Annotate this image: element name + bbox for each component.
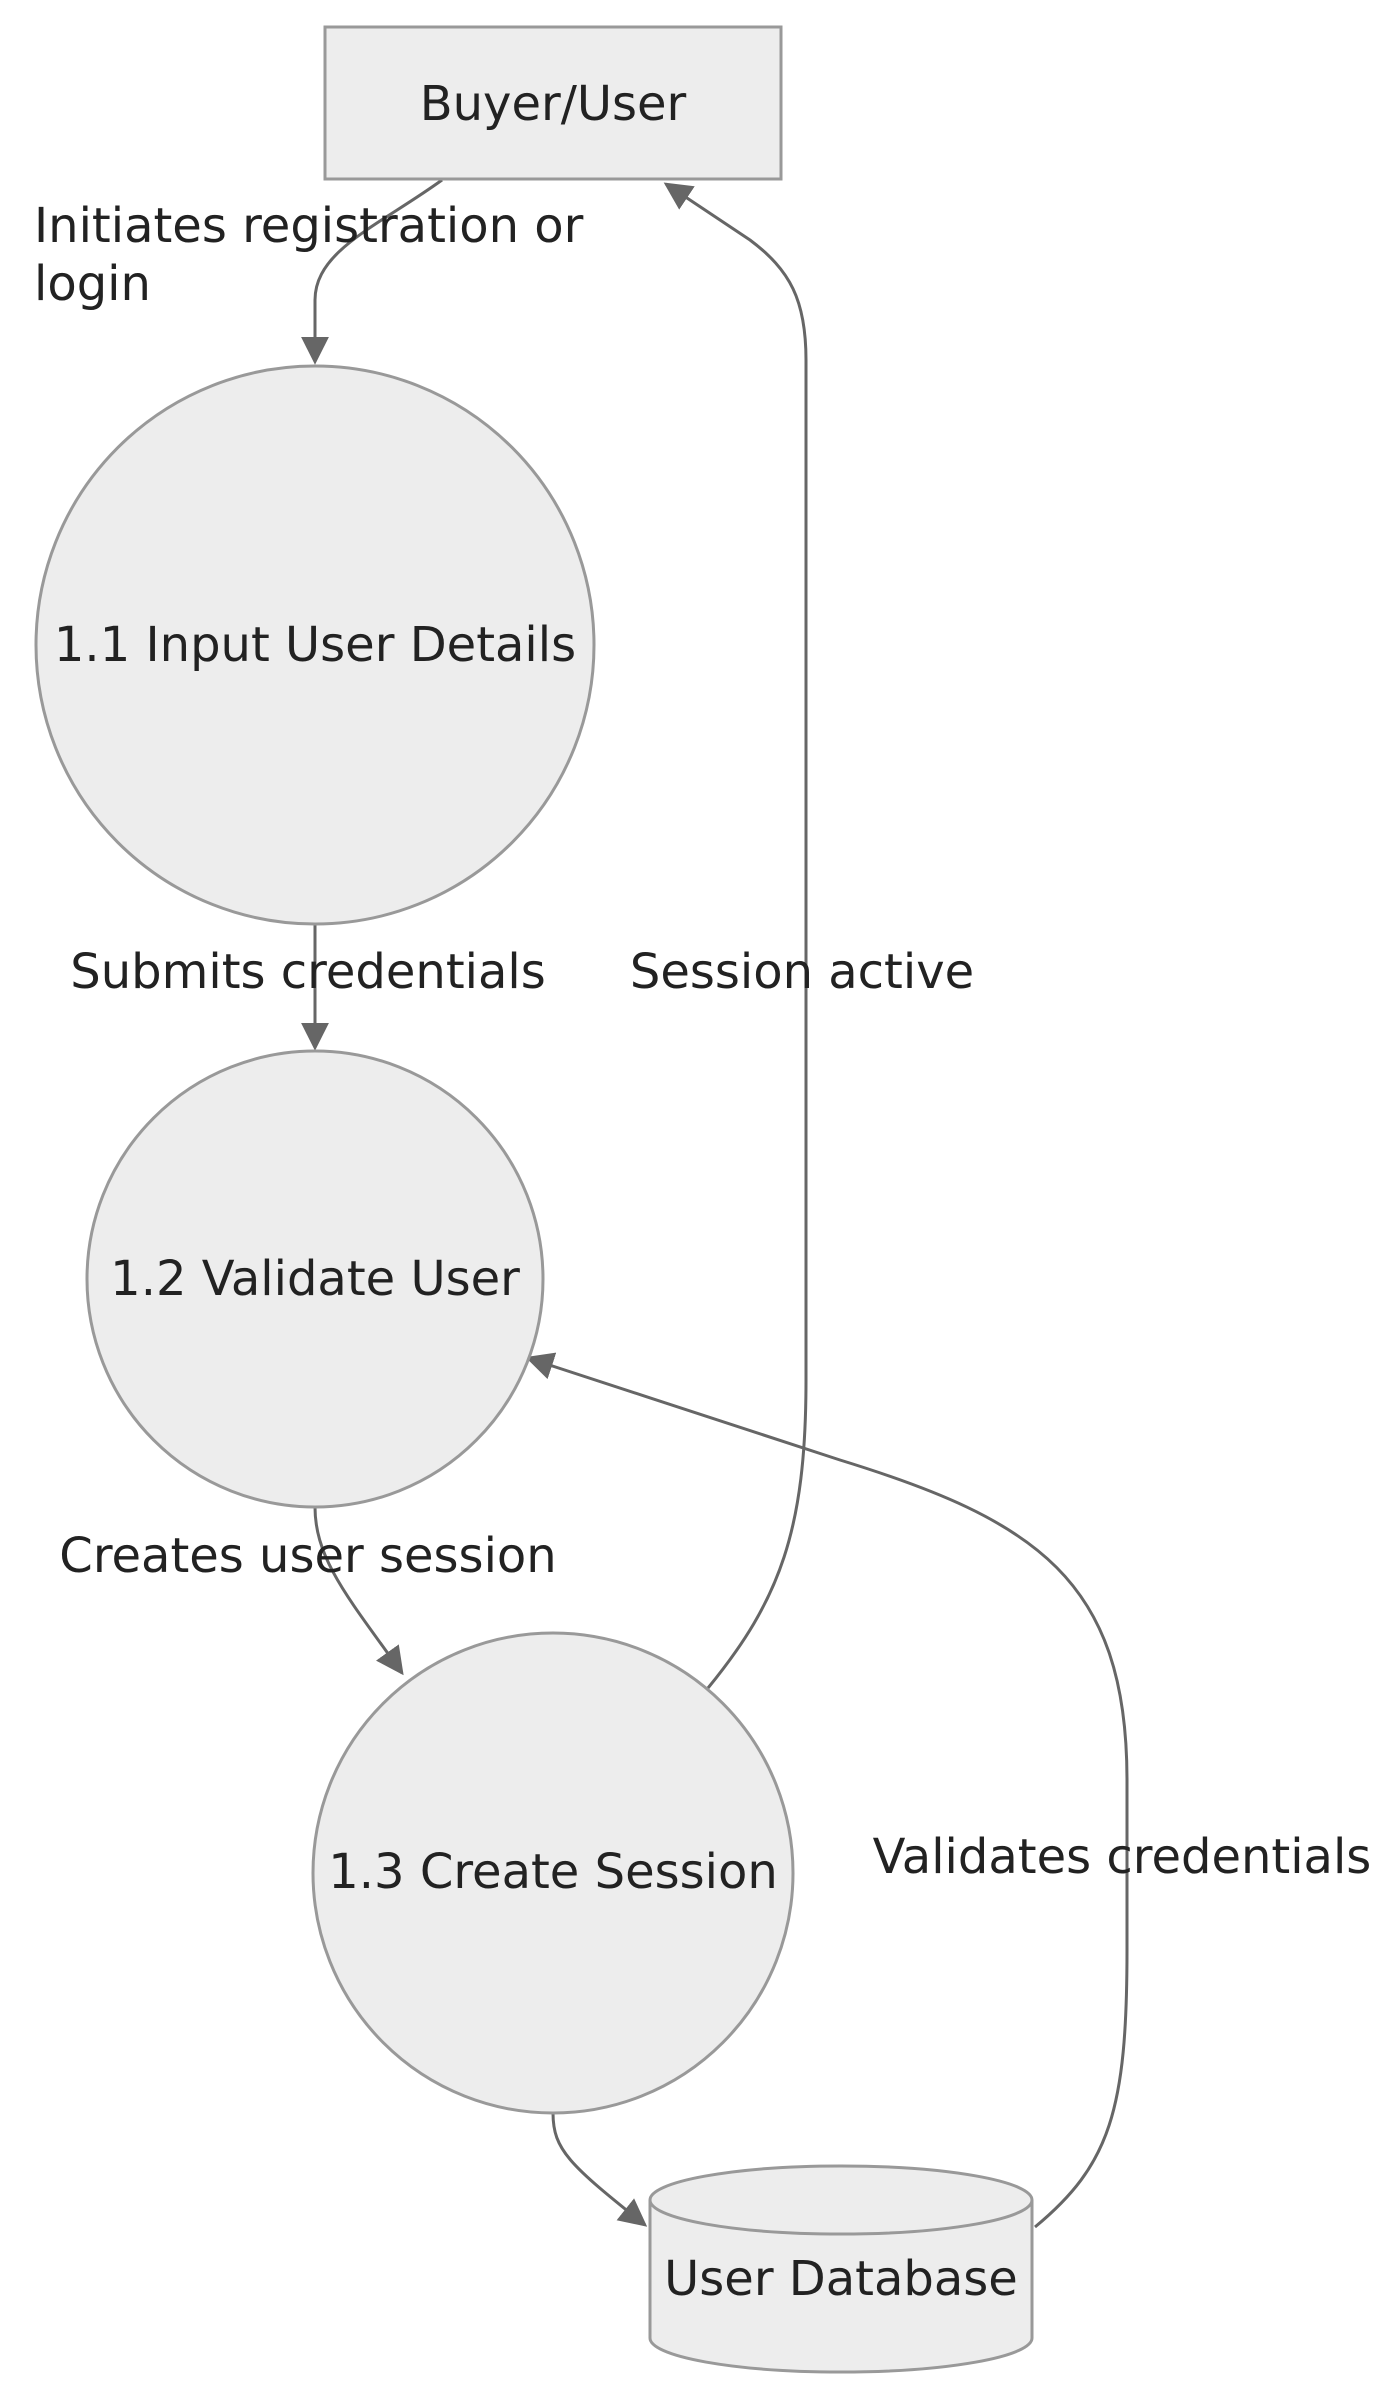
validate-user-node: 1.2 Validate User — [85, 1049, 545, 1509]
submits-credentials-label: Submits credentials — [70, 944, 545, 1000]
initiates-registration-label-line1: Initiates registration or — [34, 198, 584, 254]
validate-user-label: 1.2 Validate User — [110, 1251, 520, 1307]
validates-credentials-label: Validates credentials — [873, 1829, 1372, 1885]
initiates-registration-label-line2: login — [34, 256, 151, 312]
edge-creates-user-session — [313, 1506, 404, 1676]
user-database-label: User Database — [664, 2251, 1018, 2307]
edge-validates-credentials — [525, 1352, 1129, 2229]
initiates-registration-label: Initiates registration or login — [34, 198, 584, 312]
create-session-node: 1.3 Create Session — [311, 1631, 795, 2115]
input-user-details-label: 1.1 Input User Details — [54, 617, 576, 673]
user-database-node: User Database — [648, 2164, 1034, 2374]
session-active-label: Session active — [630, 944, 974, 1000]
input-user-details-node: 1.1 Input User Details — [34, 364, 596, 926]
edge-initiates-registration — [301, 178, 443, 365]
create-session-label: 1.3 Create Session — [328, 1844, 777, 1900]
buyer-user-label: Buyer/User — [420, 76, 687, 132]
creates-user-session-label: Creates user session — [59, 1528, 556, 1584]
edge-session-active — [663, 182, 808, 1689]
edge-session-to-database — [551, 2112, 648, 2227]
buyer-user-node: Buyer/User — [323, 25, 783, 181]
